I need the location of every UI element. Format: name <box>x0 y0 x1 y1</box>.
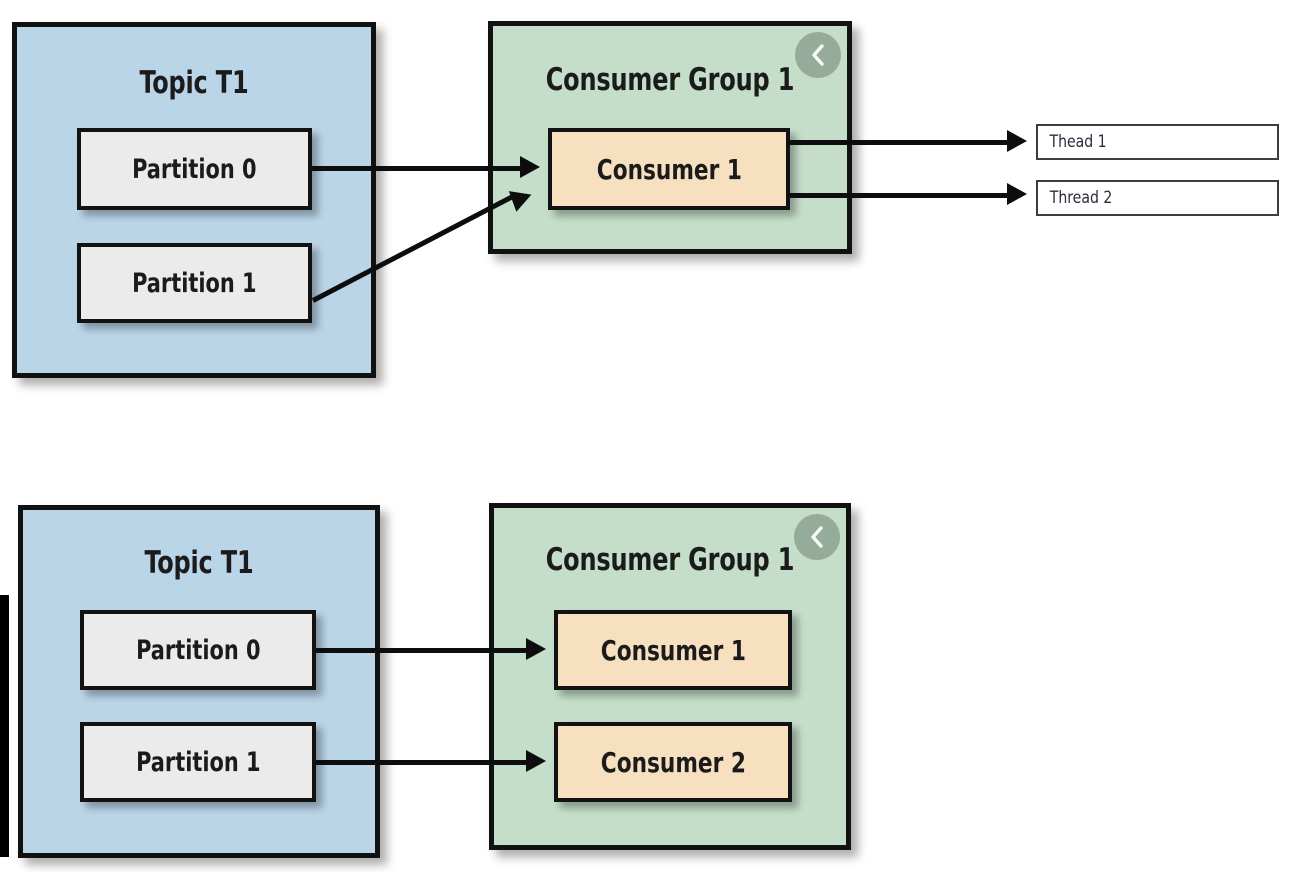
connector-consumer1-thread2-top <box>788 193 1013 198</box>
partition-box-0-top[interactable]: Partition 0 <box>77 128 312 210</box>
topic-title-bottom: Topic T1 <box>144 545 254 581</box>
consumer-label-1-bottom: Consumer 1 <box>600 633 746 667</box>
thread-label-1-top: Thead 1 <box>1049 132 1107 152</box>
connector-partition0-consumer1-bottom <box>316 648 530 653</box>
connector-partition1-consumer2-bottom <box>316 760 530 765</box>
partition-box-1-top[interactable]: Partition 1 <box>77 243 312 323</box>
connector-partition0-consumer1-top <box>312 166 522 171</box>
connector-consumer1-thread1-top <box>788 140 1013 145</box>
chevron-left-icon-top[interactable] <box>795 32 841 78</box>
consumer-group-title-bottom: Consumer Group 1 <box>545 542 795 578</box>
arrowhead-consumer1-thread1-top <box>1007 130 1027 152</box>
partition-label-1-bottom: Partition 1 <box>135 746 261 778</box>
partition-box-1-bottom[interactable]: Partition 1 <box>80 722 316 802</box>
arrowhead-partition1-consumer2-bottom <box>526 750 546 772</box>
partition-box-0-bottom[interactable]: Partition 0 <box>80 610 316 690</box>
consumer-label-2-bottom: Consumer 2 <box>600 745 746 779</box>
chevron-left-icon-bottom[interactable] <box>794 514 840 560</box>
partition-label-1-top: Partition 1 <box>132 267 257 299</box>
topic-title-top: Topic T1 <box>139 65 249 101</box>
thread-box-1-top[interactable]: Thead 1 <box>1036 124 1279 160</box>
thread-box-2-top[interactable]: Thread 2 <box>1036 180 1279 216</box>
thread-label-2-top: Thread 2 <box>1049 188 1113 208</box>
consumer-box-2-bottom[interactable]: Consumer 2 <box>554 722 792 802</box>
consumer-box-1-top[interactable]: Consumer 1 <box>548 128 790 210</box>
arrowhead-consumer1-thread2-top <box>1007 183 1027 205</box>
consumer-group-title-top: Consumer Group 1 <box>545 62 795 98</box>
partition-label-0-top: Partition 0 <box>132 153 257 185</box>
page-margin-bar <box>0 595 9 857</box>
arrowhead-partition0-consumer1-top <box>520 156 540 178</box>
consumer-label-1-top: Consumer 1 <box>596 152 742 186</box>
partition-label-0-bottom: Partition 0 <box>135 634 261 666</box>
arrowhead-partition0-consumer1-bottom <box>526 638 546 660</box>
consumer-box-1-bottom[interactable]: Consumer 1 <box>554 610 792 690</box>
